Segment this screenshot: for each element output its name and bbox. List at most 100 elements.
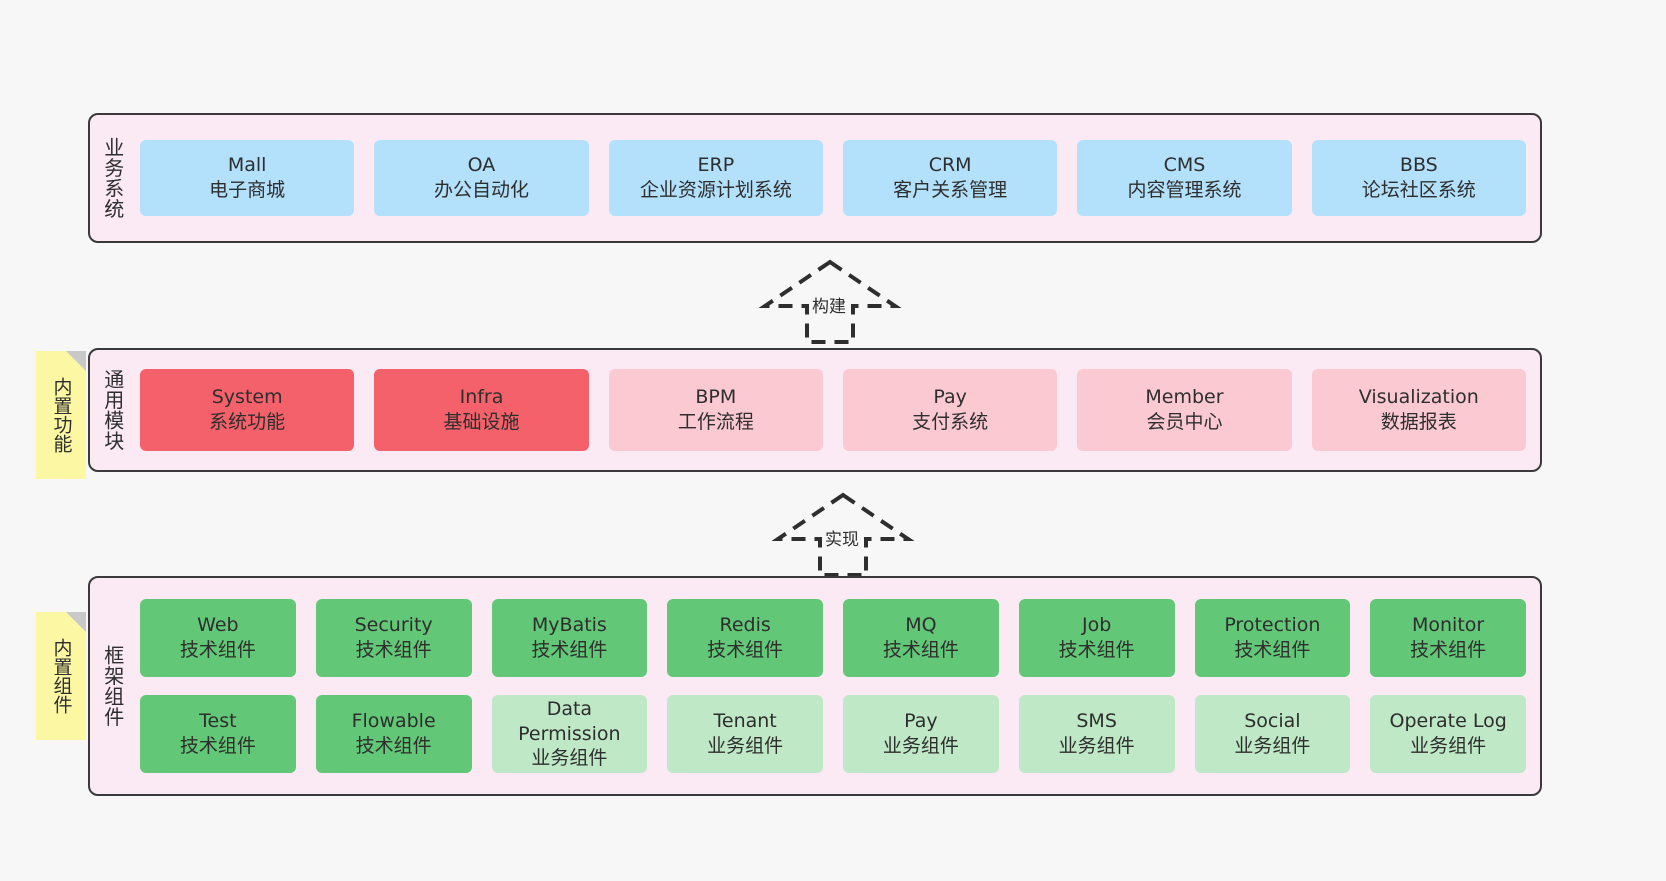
node-title: Flowable: [351, 710, 436, 733]
generalization-arrow-build: 构建: [755, 258, 905, 344]
node-title: Visualization: [1358, 386, 1479, 409]
sticky-note-builtin-function[interactable]: 内置功能: [36, 351, 86, 479]
node-web[interactable]: Web 技术组件: [140, 599, 296, 677]
node-pay-component[interactable]: Pay 业务组件: [843, 695, 999, 773]
node-subtitle: 技术组件: [179, 639, 256, 661]
node-title: Redis: [719, 614, 771, 637]
node-subtitle: 技术组件: [1058, 639, 1135, 661]
node-bbs[interactable]: BBS 论坛社区系统: [1311, 140, 1526, 216]
node-system[interactable]: System 系统功能: [140, 369, 355, 451]
node-subtitle: 技术组件: [355, 639, 432, 661]
node-subtitle: 客户关系管理: [893, 179, 1008, 201]
node-crm[interactable]: CRM 客户关系管理: [842, 140, 1058, 216]
node-title: Security: [354, 614, 433, 637]
node-title: CRM: [928, 154, 972, 177]
node-infra[interactable]: Infra 基础设施: [374, 369, 589, 451]
node-subtitle: 内容管理系统: [1127, 179, 1242, 201]
layer-title-framework-component: 框架组件: [100, 645, 125, 727]
node-subtitle: 技术组件: [882, 639, 959, 661]
layer-business-system: 业务系统 Mall 电子商城 OA 办公自动化 ERP 企业资源计划系统 CRM…: [88, 113, 1542, 243]
node-visualization[interactable]: Visualization 数据报表: [1311, 369, 1526, 451]
node-test[interactable]: Test 技术组件: [140, 695, 296, 773]
node-social[interactable]: Social 业务组件: [1194, 695, 1351, 773]
sticky-note-builtin-component[interactable]: 内置组件: [36, 612, 86, 740]
node-subtitle: 企业资源计划系统: [639, 179, 792, 201]
node-sms[interactable]: SMS 业务组件: [1018, 695, 1175, 773]
node-subtitle: 基础设施: [443, 411, 520, 433]
node-title: Data Permission: [518, 697, 621, 745]
layer-row: Web 技术组件 Security 技术组件 MyBatis 技术组件 Redi…: [140, 599, 1526, 677]
node-flowable[interactable]: Flowable 技术组件: [315, 695, 472, 773]
layer-title-common-module: 通用模块: [100, 369, 125, 451]
node-title: Pay: [933, 386, 967, 409]
layer-body-business-system: Mall 电子商城 OA 办公自动化 ERP 企业资源计划系统 CRM 客户关系…: [134, 115, 1540, 241]
node-title: Monitor: [1412, 614, 1485, 637]
sticky-note-label: 内置组件: [50, 638, 73, 714]
node-security[interactable]: Security 技术组件: [315, 599, 472, 677]
node-subtitle: 业务组件: [1058, 735, 1135, 757]
node-title: MyBatis: [531, 614, 607, 637]
node-title: BPM: [695, 386, 737, 409]
node-member[interactable]: Member 会员中心: [1077, 369, 1292, 451]
node-mq[interactable]: MQ 技术组件: [843, 599, 999, 677]
node-title: Mall: [227, 154, 267, 177]
node-title: Operate Log: [1389, 710, 1507, 733]
folded-corner-icon: [66, 612, 86, 632]
node-bpm[interactable]: BPM 工作流程: [608, 369, 823, 451]
generalization-arrow-implement: 实现: [768, 491, 918, 577]
node-title: BBS: [1399, 154, 1438, 177]
layer-framework-component: 框架组件 Web 技术组件 Security 技术组件 MyBatis 技术组件…: [88, 576, 1542, 796]
node-operate-log[interactable]: Operate Log 业务组件: [1370, 695, 1526, 773]
node-title: Web: [197, 614, 239, 637]
node-title: Member: [1145, 386, 1224, 409]
node-subtitle: 电子商城: [209, 179, 286, 201]
node-tenant[interactable]: Tenant 业务组件: [667, 695, 823, 773]
node-mybatis[interactable]: MyBatis 技术组件: [491, 599, 648, 677]
node-subtitle: 技术组件: [707, 639, 784, 661]
node-job[interactable]: Job 技术组件: [1018, 599, 1175, 677]
node-subtitle: 会员中心: [1146, 411, 1223, 433]
arrow-label-build: 构建: [812, 297, 846, 317]
node-title: Social: [1244, 710, 1301, 733]
node-subtitle: 技术组件: [1410, 639, 1487, 661]
node-title: Test: [199, 710, 237, 733]
node-oa[interactable]: OA 办公自动化: [374, 140, 589, 216]
node-mall[interactable]: Mall 电子商城: [140, 140, 355, 216]
node-subtitle: 工作流程: [677, 411, 754, 433]
layer-body-framework-component: Web 技术组件 Security 技术组件 MyBatis 技术组件 Redi…: [134, 578, 1540, 794]
node-subtitle: 业务组件: [1410, 735, 1487, 757]
node-title: Infra: [459, 386, 504, 409]
node-title: Tenant: [713, 710, 777, 733]
node-subtitle: 系统功能: [209, 411, 286, 433]
node-subtitle: 业务组件: [882, 735, 959, 757]
node-subtitle: 业务组件: [707, 735, 784, 757]
node-subtitle: 技术组件: [531, 639, 608, 661]
node-subtitle: 支付系统: [912, 411, 989, 433]
layer-title-business-system: 业务系统: [100, 137, 125, 219]
node-subtitle: 办公自动化: [433, 179, 529, 201]
layer-row: System 系统功能 Infra 基础设施 BPM 工作流程 Pay 支付系统…: [140, 369, 1526, 451]
node-title: OA: [467, 154, 496, 177]
node-title: ERP: [697, 154, 735, 177]
node-erp[interactable]: ERP 企业资源计划系统: [608, 140, 823, 216]
node-title: MQ: [905, 614, 937, 637]
folded-corner-icon: [66, 351, 86, 371]
arrow-label-implement: 实现: [825, 530, 859, 550]
layer-body-common-module: System 系统功能 Infra 基础设施 BPM 工作流程 Pay 支付系统…: [134, 350, 1540, 470]
node-title: CMS: [1163, 154, 1206, 177]
node-title: Protection: [1224, 614, 1321, 637]
node-pay[interactable]: Pay 支付系统: [842, 369, 1058, 451]
layer-row: Test 技术组件 Flowable 技术组件 Data Permission …: [140, 695, 1526, 773]
node-monitor[interactable]: Monitor 技术组件: [1370, 599, 1526, 677]
node-protection[interactable]: Protection 技术组件: [1194, 599, 1351, 677]
sticky-note-label: 内置功能: [50, 377, 73, 453]
node-cms[interactable]: CMS 内容管理系统: [1077, 140, 1292, 216]
node-subtitle: 技术组件: [355, 735, 432, 757]
node-redis[interactable]: Redis 技术组件: [667, 599, 823, 677]
node-title: Pay: [904, 710, 938, 733]
node-title: SMS: [1076, 710, 1117, 733]
node-data-permission[interactable]: Data Permission 业务组件: [491, 695, 648, 773]
layer-row: Mall 电子商城 OA 办公自动化 ERP 企业资源计划系统 CRM 客户关系…: [140, 140, 1526, 216]
node-subtitle: 数据报表: [1380, 411, 1457, 433]
